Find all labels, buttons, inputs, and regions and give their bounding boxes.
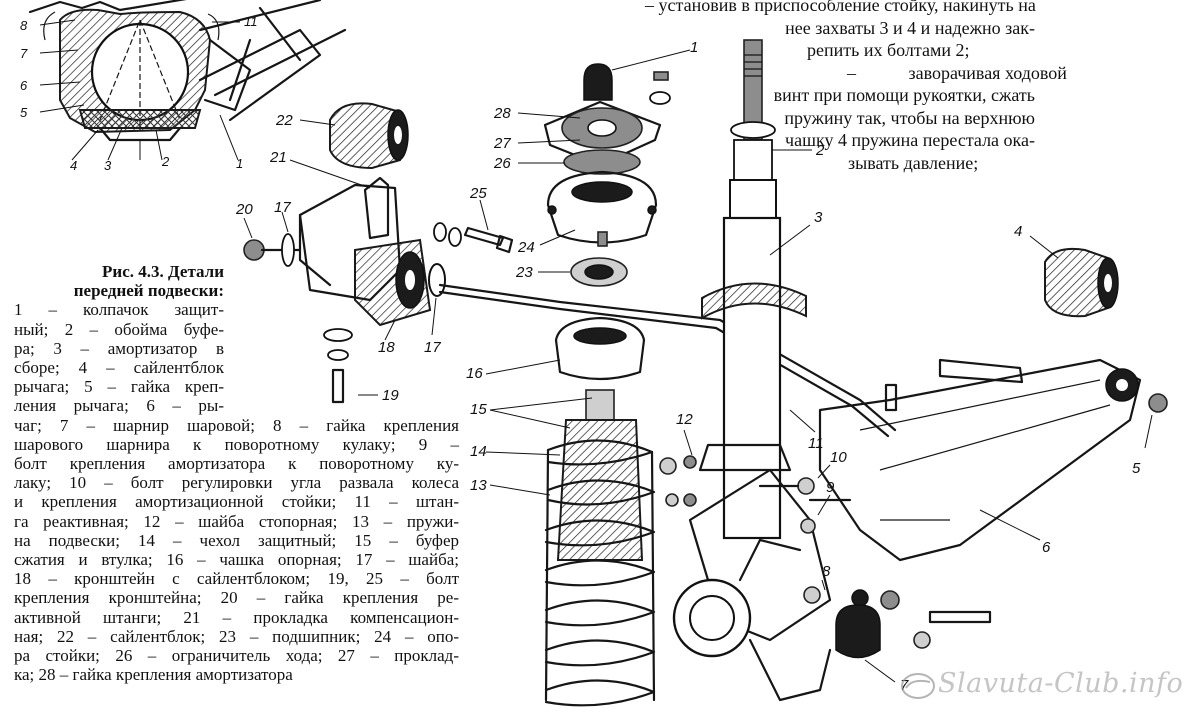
callout-label: 8 [20, 18, 28, 33]
caption-line: ка; 28 – гайка крепления амортизатора [14, 665, 293, 685]
caption-title: передней подвески: [73, 281, 224, 301]
caption-line: активной штанги; 21 – прокладка компенса… [14, 607, 459, 627]
callout-label: 10 [830, 449, 847, 466]
strut-top-mount-stack: 1 28 27 26 24 23 [493, 39, 698, 287]
car-badge-icon [901, 673, 935, 699]
text-line: репить их болтами 2; [807, 40, 970, 60]
reactive-rod-11: 11 [438, 283, 897, 452]
watermark-text: Slavuta-Club.info [938, 668, 1184, 699]
caption-line: на подвески; 14 – чехол защитный; 15 – б… [14, 530, 459, 550]
callout-label: 25 [469, 185, 487, 202]
callout-label: 2 [815, 142, 825, 159]
caption-line: сжатия и втулка; 16 – чашка опорная; 17 … [14, 550, 459, 570]
callout-label: 19 [382, 387, 399, 404]
text-line: нее захваты 3 и 4 и надежно зак- [785, 17, 1035, 38]
callout-label: 24 [517, 239, 535, 256]
callout-label: 3 [814, 209, 823, 226]
callout-label: 26 [493, 155, 511, 172]
callout-label: 12 [676, 411, 693, 428]
callout-label: 5 [20, 105, 28, 120]
callout-label: 16 [466, 365, 483, 382]
callout-label: 21 [269, 149, 287, 166]
shock-absorber-strut: 2 3 10 9 [672, 39, 847, 702]
caption-line: ления рычага; 6 – ры- [14, 396, 224, 416]
ball-joint-section-view: 8 7 6 5 4 3 2 1 11 [20, 0, 347, 173]
body-text-column: – установив в приспособление стойку, нак… [640, 0, 1067, 174]
text-line: зывать давление; [848, 152, 979, 173]
text-line: – установив в приспособление стойку, нак… [645, 0, 1036, 15]
lower-arm-6: 5 6 [808, 358, 1168, 624]
caption-line: 1 – колпачок защит- [14, 300, 224, 320]
caption-line: чаг; 7 – шарнир шаровой; 8 – гайка крепл… [14, 415, 459, 435]
text-line: винт при помощи рукоятки, сжать [773, 85, 1035, 105]
caption-line: рычага; 5 – гайка креп- [14, 377, 224, 397]
text-line-fragment: заворачивая ходовой [908, 62, 1067, 83]
caption-line: крепления кронштейна; 20 – гайка креплен… [14, 588, 459, 608]
callout-label: 4 [70, 158, 77, 173]
callout-label: 27 [493, 135, 511, 152]
coil-spring [544, 439, 656, 707]
caption-line: сборе; 4 – сайлентблок [14, 358, 224, 378]
callout-label: 4 [1014, 223, 1022, 240]
callout-label: 11 [244, 14, 258, 29]
text-line: – заворачивая ходовой [640, 62, 1067, 85]
callout-label: 20 [235, 201, 253, 218]
site-watermark: Slavuta-Club.info [900, 662, 1190, 712]
callout-label: 1 [690, 39, 698, 56]
callout-label: 15 [470, 401, 487, 418]
callout-label: 7 [900, 677, 909, 694]
ball-joint-7: 8 7 [803, 563, 931, 694]
callout-label: 17 [274, 199, 291, 216]
text-line: пружину так, чтобы на верхнюю [784, 107, 1035, 128]
callout-label: 1 [236, 156, 243, 171]
caption-line: шарового шарнира к поворотному кулаку; 9… [14, 434, 459, 454]
callout-label: 5 [1132, 460, 1141, 477]
callout-label: 23 [515, 264, 533, 281]
callout-label: 3 [104, 158, 112, 173]
figure-caption: Рис. 4.3. Детали передней подвески: 1 – … [14, 262, 459, 684]
caption-title: Рис. 4.3. Детали [102, 262, 224, 281]
silent-block-22: 22 [275, 102, 409, 170]
callout-label: 7 [20, 46, 28, 61]
caption-line: га реактивная; 12 – шайба стопорная; 13 … [14, 511, 459, 531]
list-dash: – [847, 62, 856, 83]
text-line: чашку 4 пружина перестала ока- [785, 130, 1035, 150]
callout-label: 11 [808, 435, 824, 452]
callout-label: 13 [470, 477, 487, 494]
caption-line: ная; 22 – сайлентблок; 23 – подшипник; 2… [14, 626, 459, 646]
caption-line: лаку; 10 – болт регулировки угла развала… [14, 473, 459, 493]
callout-label: 8 [822, 563, 831, 580]
callout-label: 2 [161, 154, 170, 169]
bracket-assembly: 21 20 17 18 17 19 25 [235, 149, 514, 404]
caption-line: ра; 3 – амортизатор в [14, 338, 224, 358]
spring-assembly: 16 15 14 13 1 [466, 316, 697, 707]
caption-line: и крепления амортизационной стойки; 11 –… [14, 492, 459, 512]
caption-line: ный; 2 – обойма буфе- [14, 319, 224, 339]
callout-label: 6 [1042, 539, 1051, 556]
callout-label: 22 [275, 112, 293, 129]
caption-line: ра стойки; 26 – ограничитель хода; 27 – … [14, 646, 459, 666]
callout-label: 14 [470, 443, 487, 460]
callout-label: 17 [424, 339, 441, 356]
callout-label: 28 [493, 105, 511, 122]
callout-label: 18 [378, 339, 395, 356]
caption-line: болт крепления амортизатора к поворотном… [14, 454, 459, 474]
caption-line: 18 – кронштейн с сайлентблоком; 19, 25 –… [14, 569, 459, 589]
silent-block-4: 4 [1014, 223, 1119, 318]
callout-label: 6 [20, 78, 28, 93]
